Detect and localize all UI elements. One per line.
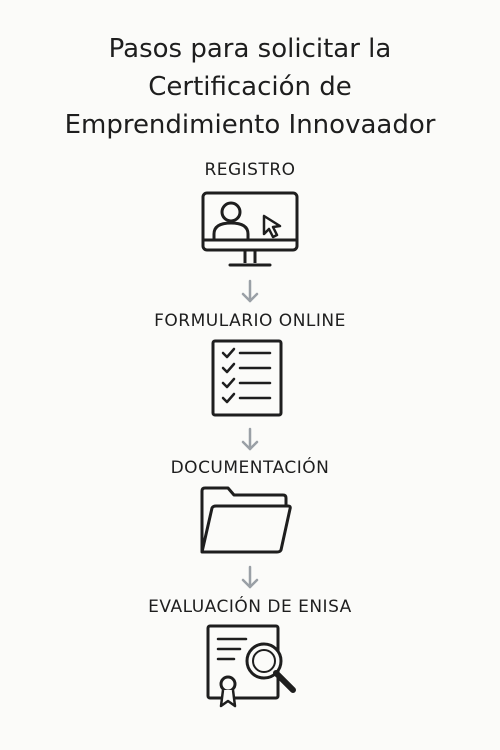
title-line-3: Emprendimiento Innovaador <box>64 110 436 140</box>
folder-icon <box>200 486 292 554</box>
computer-user-icon <box>201 191 299 267</box>
step-label-evaluacion-enisa: EVALUACIÓN DE ENISA <box>148 597 352 617</box>
checklist-icon <box>211 339 283 417</box>
title-line-1: Pasos para solicitar la <box>108 34 392 64</box>
arrow-down-icon <box>241 565 259 589</box>
arrow-down-icon <box>241 427 259 451</box>
title-line-2: Certificación de <box>148 72 352 102</box>
certificate-magnifier-icon <box>206 624 296 708</box>
step-label-formulario-online: FORMULARIO ONLINE <box>154 311 346 331</box>
step-label-registro: REGISTRO <box>204 160 296 180</box>
step-label-documentacion: DOCUMENTACIÓN <box>170 458 330 478</box>
diagram-title: Pasos para solicitar la Certificación de… <box>0 30 500 144</box>
arrow-down-icon <box>241 279 259 303</box>
